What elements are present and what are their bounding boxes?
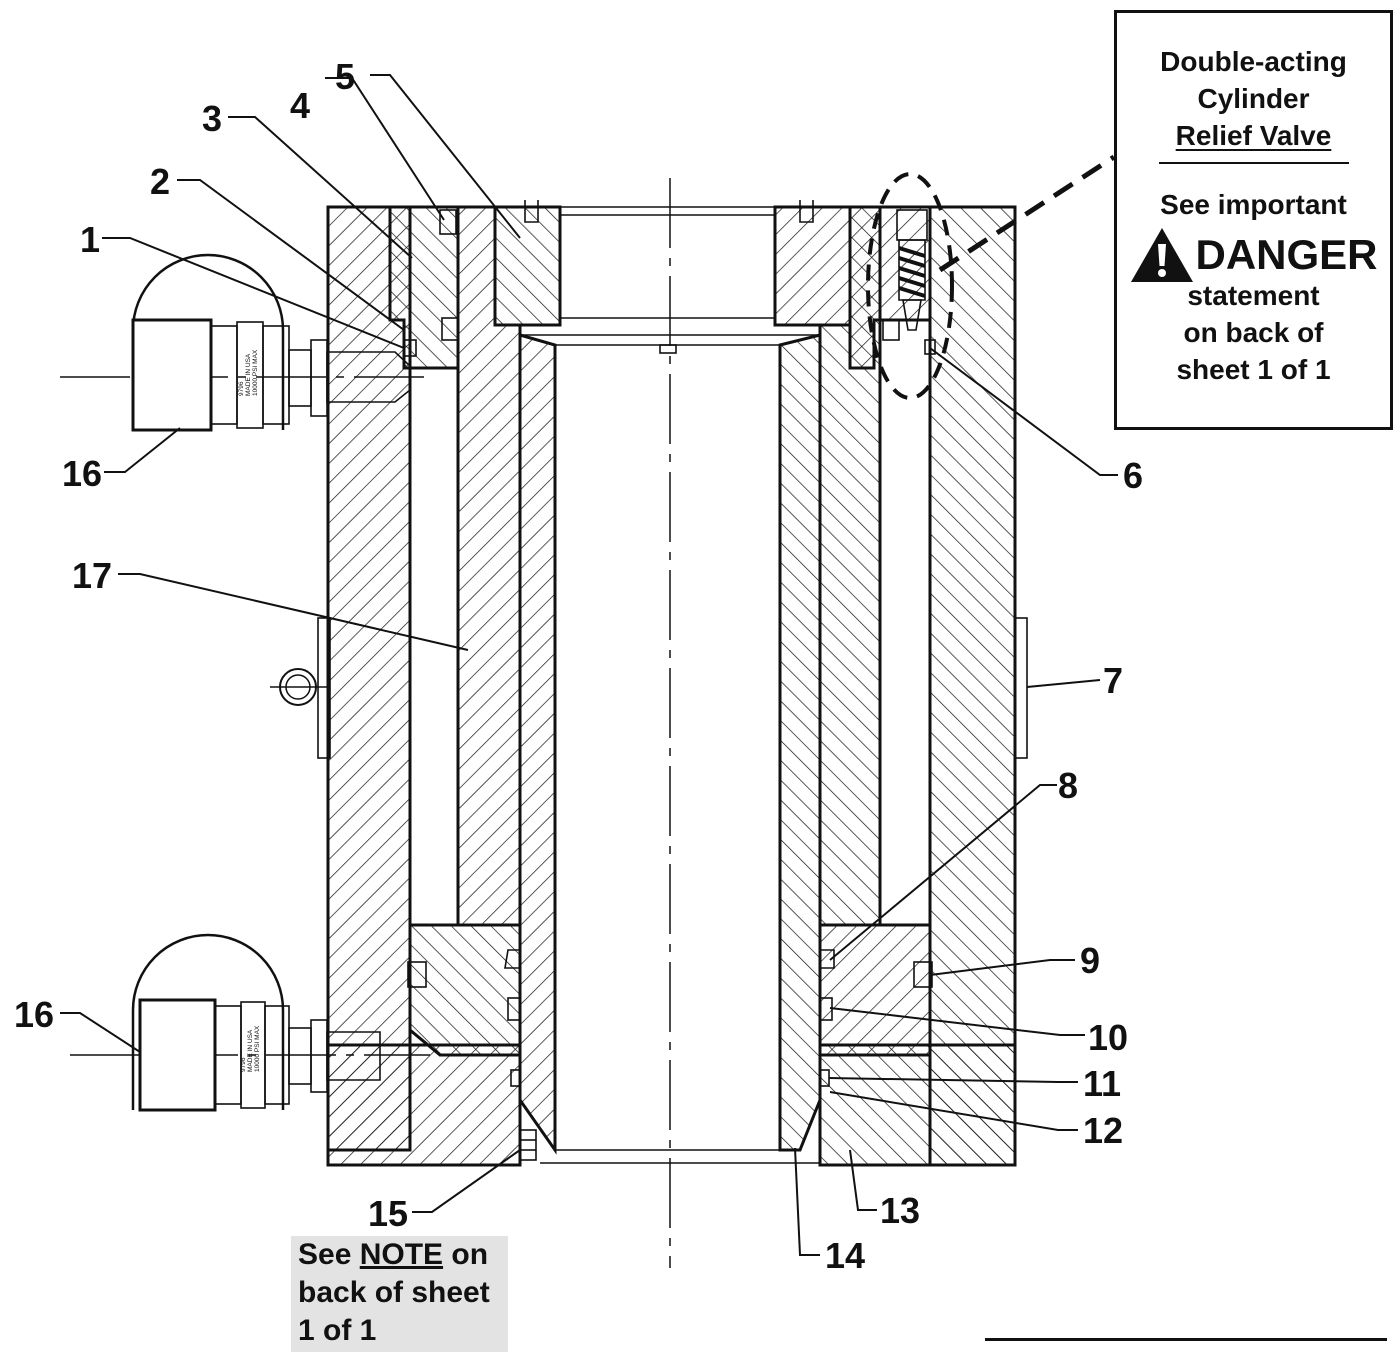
callout-labels: 1 2 3 4 5 6 7 8 9 10 11 12 13 14 15 16 1… bbox=[14, 56, 1143, 1276]
warning-line-3: Relief Valve bbox=[1175, 120, 1332, 151]
danger-heading: DANGER bbox=[1117, 228, 1390, 282]
fitting-psi-rating: 10000 PSI MAX bbox=[254, 1025, 261, 1072]
fitting-part-number: 9796 bbox=[240, 1057, 247, 1072]
warning-line-2: Cylinder bbox=[1197, 83, 1310, 114]
callout-11: 11 bbox=[1083, 1063, 1121, 1104]
note-line-3: 1 of 1 bbox=[298, 1314, 377, 1347]
note-line-1: See NOTE on bbox=[298, 1236, 508, 1274]
callout-17: 17 bbox=[72, 555, 112, 596]
leader-lines bbox=[60, 74, 1118, 1256]
warning-line-1: Double-acting bbox=[1160, 46, 1347, 77]
callout-16-bottom: 16 bbox=[14, 994, 54, 1035]
top-collar bbox=[493, 200, 852, 327]
callout-9: 9 bbox=[1080, 940, 1100, 981]
note-prefix: See bbox=[298, 1238, 360, 1271]
warning-divider bbox=[1158, 162, 1349, 164]
relief-valve-warning-box: Double-acting Cylinder Relief Valve See … bbox=[1114, 10, 1393, 430]
callout-5: 5 bbox=[335, 56, 355, 97]
callout-3: 3 bbox=[202, 98, 222, 139]
fitting-psi-rating: 10000 PSI MAX bbox=[252, 349, 259, 396]
bleed-fitting bbox=[519, 1129, 537, 1161]
footer-rule bbox=[985, 1338, 1387, 1341]
callout-7: 7 bbox=[1103, 660, 1123, 701]
callout-15: 15 bbox=[368, 1193, 408, 1234]
callout-16-top: 16 bbox=[62, 453, 102, 494]
inner-tube bbox=[518, 333, 822, 1164]
fitting-made-in: MADE IN USA bbox=[247, 1029, 254, 1072]
callout-13: 13 bbox=[880, 1190, 920, 1231]
warning-triangle-icon bbox=[1131, 228, 1194, 282]
note-suffix: on bbox=[443, 1238, 489, 1271]
danger-word: DANGER bbox=[1195, 231, 1378, 278]
note-line-2: back of sheet bbox=[298, 1276, 490, 1309]
quick-coupler-bottom: 9796MADE IN USA10000 PSI MAX bbox=[131, 933, 381, 1112]
callout-4: 4 bbox=[290, 85, 310, 126]
note-word: NOTE bbox=[359, 1238, 444, 1271]
callout-10: 10 bbox=[1088, 1017, 1128, 1058]
fitting-part-number: 9796 bbox=[238, 381, 245, 396]
warning-line-4: See important bbox=[1160, 189, 1347, 220]
warning-line-5: statement bbox=[1187, 280, 1320, 311]
callout-2: 2 bbox=[150, 161, 170, 202]
cylinder-body bbox=[326, 205, 1017, 1167]
note-box: See NOTE on back of sheet 1 of 1 bbox=[291, 1236, 508, 1352]
warning-line-6: on back of bbox=[1183, 317, 1324, 348]
callout-12: 12 bbox=[1083, 1110, 1123, 1151]
mounting-collar bbox=[270, 617, 1028, 759]
callout-8: 8 bbox=[1058, 765, 1078, 806]
svg-text:9796MADE IN USA10000 PSI MAX: 9796MADE IN USA10000 PSI MAX bbox=[240, 1025, 261, 1072]
quick-coupler-top: 9796MADE IN USA10000 PSI MAX bbox=[131, 253, 411, 432]
warning-line-7: sheet 1 of 1 bbox=[1176, 354, 1331, 385]
fitting-made-in: MADE IN USA bbox=[245, 353, 252, 396]
callout-14: 14 bbox=[825, 1235, 865, 1276]
relief-valve bbox=[866, 154, 1116, 400]
callout-6: 6 bbox=[1123, 455, 1143, 496]
svg-text:9796MADE IN USA10000 PSI MAX: 9796MADE IN USA10000 PSI MAX bbox=[238, 349, 259, 396]
callout-1: 1 bbox=[80, 219, 100, 260]
